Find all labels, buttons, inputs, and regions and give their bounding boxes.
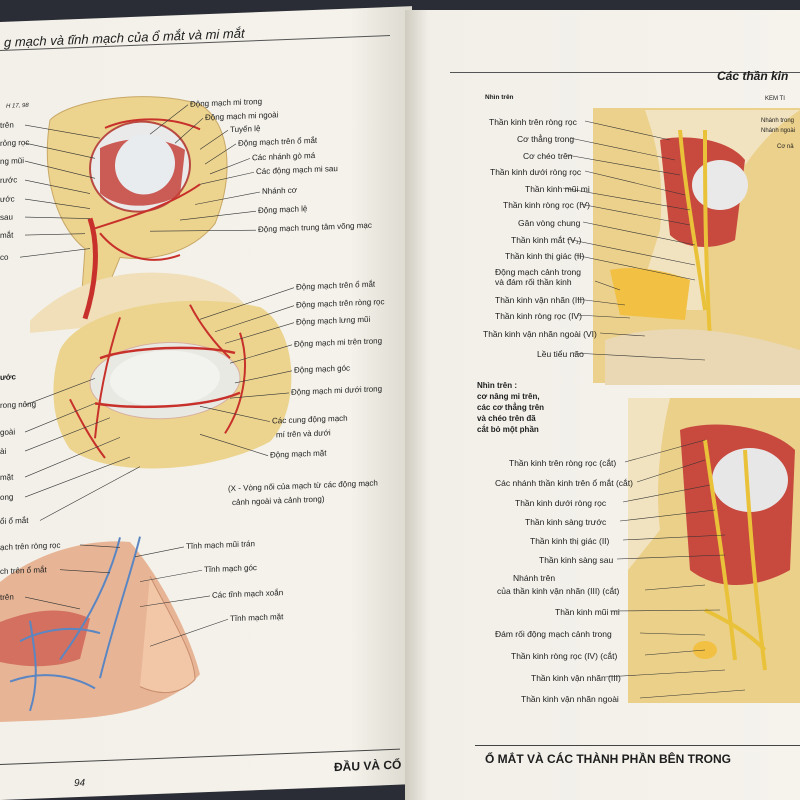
label-tk-tren-rong-roc: Thần kinh trên ròng rọc (489, 117, 577, 127)
label-tk-sang-truoc: Thần kinh sàng trước (525, 517, 607, 527)
right-footer-title: Ổ MẮT VÀ CÁC THÀNH PHẦN BÊN TRONG (485, 752, 731, 766)
label-nhanh-ngoai: Nhánh ngoài (761, 128, 796, 134)
label-tk-thi-giac-ii-2: Thần kinh thị giác (II) (530, 536, 610, 546)
label-tk-tren-rong-roc-cat: Thần kinh trên ròng rọc (cắt) (509, 458, 617, 468)
label-tk-mui-mi-2: Thần kinh mũi mi (555, 607, 620, 617)
label-dm-canh-trong: Động mạch cảnh trong (495, 267, 581, 277)
note-line-4: cắt bỏ một phần (477, 425, 539, 434)
label-nhanh-tren: Nhánh trên (513, 573, 556, 583)
label-tk-duoi-rong-roc-2: Thần kinh dưới ròng rọc (515, 498, 607, 508)
note-line-0: Nhìn trên : (477, 381, 517, 390)
right-page: Các thần kin Nhìn trên KEM TI Thần kinh … (405, 10, 800, 800)
left-footer-title: ĐẦU VÀ CỔ (334, 757, 402, 775)
label-co-thang-trong: Cơ thẳng trong (517, 134, 575, 144)
orbit-lateral-illustration (30, 96, 250, 333)
label-tk-van-nhan-iii: Thần kinh vận nhãn (III) (495, 295, 585, 305)
label-tk-sang-sau: Thần kinh sàng sau (539, 555, 614, 565)
left-page: g mạch và tĩnh mạch của ổ mắt và mi mắt … (0, 6, 412, 800)
label-gan-vong-chung: Gân vòng chung (518, 218, 581, 228)
right-kem: KEM TI (765, 96, 785, 102)
label-nhanh-trong: Nhánh trong (761, 118, 795, 124)
label-leu-tieu-nao: Lều tiểu não (537, 349, 584, 359)
orbit-nerves-top-illustration (593, 108, 800, 385)
label-tk-van-nhan-ngoai-vi: Thần kinh vận nhãn ngoài (VI) (483, 329, 597, 339)
label-tk-rong-roc-iv: Thần kinh ròng rọc (IV) (503, 200, 590, 210)
orbit-nerves-bottom-illustration (628, 398, 800, 703)
label-dam-roi-than-kinh: và đám rối thần kinh (495, 277, 572, 287)
label-tk-mat-v1: Thần kinh mắt (V₁) (511, 235, 582, 245)
right-bottom-leader-lines (604, 439, 746, 699)
right-page-header: Các thần kin (717, 69, 789, 83)
right-footer-rule (475, 745, 800, 746)
mid-leader-lines (24, 287, 295, 521)
label-dam-roi-dm-canh-trong: Đám rối động mạch cảnh trong (495, 629, 612, 639)
note-line-3: và chéo trên đã (477, 414, 536, 423)
left-page-number: 94 (74, 777, 86, 790)
label-tk-mui-mi: Thần kinh mũi mi (525, 184, 590, 194)
label-co-cheo-tren: Cơ chéo trên (523, 151, 573, 161)
eyelid-arteries-illustration (53, 300, 292, 469)
label-co-na: Cơ nâ (777, 144, 794, 150)
label-tk-rong-roc-iv-cat: Thần kinh ròng rọc (IV) (cắt) (511, 651, 618, 661)
note-line-1: cơ nâng mi trên, (477, 392, 540, 401)
bottom-leader-lines (24, 544, 229, 647)
facial-veins-illustration (0, 536, 200, 722)
label-tk-van-nhan-iii-2: Thần kinh vận nhãn (III) (531, 673, 621, 683)
label-cac-nhanh-tk-tren-o-mat: Các nhánh thần kinh trên ổ mắt (cắt) (495, 478, 633, 488)
label-tk-rong-roc-iv-2: Thần kinh ròng rọc (IV) (495, 311, 582, 321)
note-line-2: các cơ thẳng trên (477, 403, 545, 412)
label-cua-tk-van-nhan-iii: của thần kinh vận nhãn (III) (cắt) (497, 586, 620, 596)
right-header-rule (450, 72, 800, 73)
label-tk-duoi-rong-roc: Thần kinh dưới ròng rọc (490, 167, 582, 177)
right-top-leader-lines (562, 120, 706, 361)
label-tk-van-nhan-ngoai-2: Thần kinh vận nhãn ngoài (521, 694, 619, 704)
right-subheader: Nhìn trên (485, 94, 514, 101)
label-tk-thi-giac-ii: Thần kinh thị giác (II) (505, 251, 585, 261)
top-leader-lines (19, 104, 261, 258)
